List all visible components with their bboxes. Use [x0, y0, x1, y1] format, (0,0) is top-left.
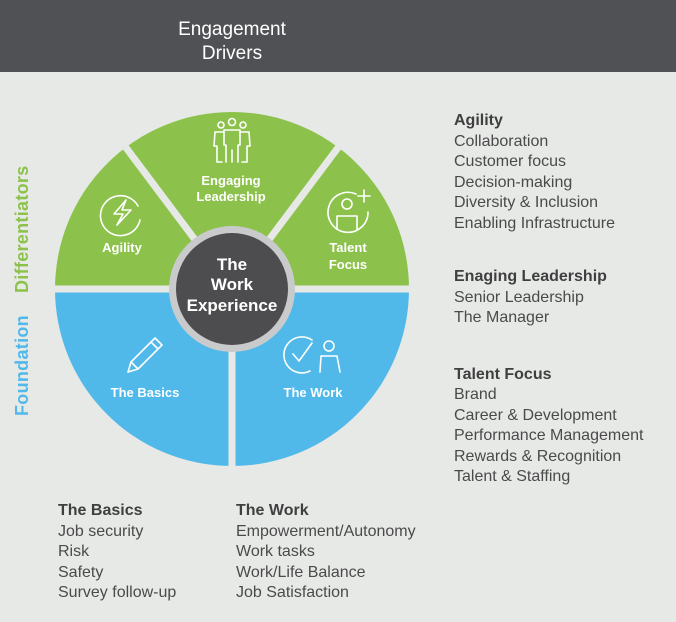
- list-item: The Manager: [454, 309, 550, 326]
- center-circle: [176, 233, 288, 345]
- list-title: Enaging Leadership: [454, 268, 607, 285]
- segment-label-talent-2: Focus: [329, 257, 367, 272]
- people-icon: [213, 117, 251, 163]
- work-list: The Work Empowerment/Autonomy Work tasks…: [236, 501, 416, 604]
- list-item: Talent & Staffing: [454, 468, 571, 485]
- segment-label-basics: The Basics: [111, 385, 180, 400]
- list-item: Brand: [454, 386, 497, 403]
- list-title: Talent Focus: [454, 365, 552, 383]
- segment-label-talent-1: Talent: [329, 240, 367, 255]
- center-text-line1: The: [217, 255, 247, 274]
- list-item: Work tasks: [236, 543, 315, 560]
- list-item: Decision-making: [454, 173, 573, 191]
- basics-list: The Basics Job security Risk Safety Surv…: [58, 501, 176, 604]
- right-lists: Agility Collaboration Customer focus Dec…: [454, 111, 643, 521]
- header-title-line1: Engagement: [178, 19, 286, 40]
- list-item: Job security: [58, 522, 144, 540]
- segment-label-work: The Work: [284, 385, 344, 400]
- list-item: Enabling Infrastructure: [454, 214, 615, 232]
- list-title: The Work: [236, 502, 309, 519]
- header-bar: Engagement Drivers: [0, 0, 676, 72]
- lightning-icon: [99, 194, 141, 237]
- list-title: The Basics: [58, 502, 143, 519]
- list-item: Risk: [58, 543, 90, 560]
- segment-differentiators: [55, 112, 409, 289]
- list-item: Career & Development: [454, 406, 617, 424]
- header-title: Engagement Drivers: [150, 18, 314, 66]
- list-item: Senior Leadership: [454, 288, 584, 306]
- list-item: Collaboration: [454, 132, 549, 150]
- talent-list: Talent Focus Brand Career & Development …: [454, 365, 643, 488]
- list-item: Empowerment/Autonomy: [236, 522, 416, 540]
- segment-label-agility: Agility: [102, 240, 142, 255]
- list-title: Agility: [454, 112, 503, 129]
- header-title-line2: Drivers: [201, 43, 263, 64]
- pencil-icon: [127, 337, 163, 373]
- task-check-icon: [283, 336, 341, 374]
- list-item: Performance Management: [454, 427, 644, 444]
- list-item: Survey follow-up: [58, 584, 177, 601]
- segment-label-leadership-1: Engaging: [201, 173, 260, 188]
- list-item: Rewards & Recognition: [454, 447, 622, 465]
- center-text-line2: Work: [211, 275, 254, 294]
- list-item: Safety: [58, 563, 104, 581]
- list-item: Job Satisfaction: [236, 584, 349, 601]
- add-person-icon: [327, 189, 371, 234]
- leadership-list: Enaging Leadership Senior Leadership The…: [454, 267, 643, 329]
- segment-label-leadership-2: Leadership: [196, 189, 265, 204]
- agility-list: Agility Collaboration Customer focus Dec…: [454, 111, 643, 234]
- list-item: Diversity & Inclusion: [454, 194, 599, 211]
- list-item: Customer focus: [454, 153, 567, 170]
- list-item: Work/Life Balance: [236, 563, 366, 581]
- center-text-line3: Experience: [187, 296, 278, 315]
